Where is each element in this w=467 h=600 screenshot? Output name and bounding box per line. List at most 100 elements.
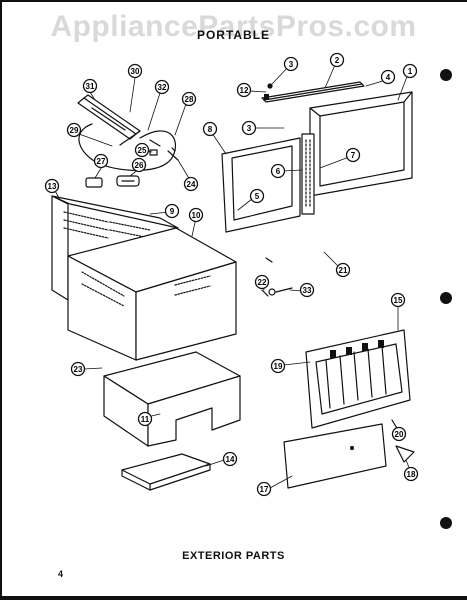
callout-29: 29 (66, 122, 82, 138)
callout-circle (249, 188, 265, 204)
top-rail-part (261, 81, 365, 103)
callout-circle (402, 63, 418, 79)
callout-circle (164, 203, 180, 219)
callout-number: 10 (192, 211, 201, 220)
callout-30: 30 (127, 63, 143, 79)
callout-circle (137, 411, 153, 427)
callout-number: 3 (289, 60, 294, 69)
callout-circle (134, 142, 150, 158)
callout-10: 10 (188, 207, 204, 223)
callout-number: 2 (335, 56, 340, 65)
callout-circle (131, 157, 147, 173)
callout-circle (202, 121, 218, 137)
callout-circle (183, 176, 199, 192)
callout-number: 15 (394, 296, 403, 305)
callout-number: 19 (274, 362, 283, 371)
side-frame-part (309, 91, 413, 197)
callout-number: 21 (339, 266, 348, 275)
callout-circle (154, 79, 170, 95)
callout-circle (390, 292, 406, 308)
cabinet-housing-part (67, 227, 237, 361)
callout-21: 21 (335, 262, 351, 278)
callout-11: 11 (137, 411, 153, 427)
callout-number: 14 (226, 455, 235, 464)
callout-1: 1 (402, 63, 418, 79)
callout-13: 13 (44, 178, 60, 194)
callout-circle (222, 451, 238, 467)
callout-23: 23 (70, 361, 86, 377)
callout-32: 32 (154, 79, 170, 95)
callout-circle (66, 122, 82, 138)
callout-number: 5 (255, 192, 260, 201)
callout-number: 32 (158, 83, 167, 92)
filter-door-part (283, 423, 387, 489)
fastener-parts (261, 257, 293, 297)
filter-tray-part (121, 453, 211, 491)
callout-number: 1 (408, 67, 413, 76)
callout-number: 6 (276, 167, 281, 176)
callout-number: 31 (86, 82, 95, 91)
callout-28: 28 (181, 91, 197, 107)
callout-circle (181, 91, 197, 107)
callout-25: 25 (134, 142, 150, 158)
callout-number: 27 (97, 157, 106, 166)
callout-number: 22 (258, 278, 267, 287)
callout-33: 33 (299, 282, 315, 298)
callout-circle (236, 82, 252, 98)
callout-6: 6 (270, 163, 286, 179)
callout-17: 17 (256, 481, 272, 497)
callout-15: 15 (390, 292, 406, 308)
callout-19: 19 (270, 358, 286, 374)
callout-circle (270, 163, 286, 179)
watermark-text: AppliancePartsPros.com (50, 10, 417, 43)
callout-number: 28 (185, 95, 194, 104)
callout-27: 27 (93, 153, 109, 169)
callout-number: 7 (351, 151, 356, 160)
callout-circle (82, 78, 98, 94)
callout-24: 24 (183, 176, 199, 192)
callout-number: 23 (74, 365, 83, 374)
callout-12: 12 (236, 82, 252, 98)
callout-number: 8 (208, 125, 213, 134)
callout-number: 20 (395, 430, 404, 439)
carry-handle-part (77, 94, 141, 146)
callout-circle (256, 481, 272, 497)
back-panel-part (51, 195, 179, 301)
callout-circle (254, 274, 270, 290)
callout-number: 18 (407, 470, 416, 479)
callout-circle (270, 358, 286, 374)
callout-number: 30 (131, 67, 140, 76)
callout-circle (44, 178, 60, 194)
callout-20: 20 (391, 426, 407, 442)
callout-circle (188, 207, 204, 223)
base-stand-part (103, 351, 241, 447)
callout-3: 3 (241, 120, 257, 136)
callout-circle (70, 361, 86, 377)
callout-2: 2 (329, 52, 345, 68)
callout-7: 7 (345, 147, 361, 163)
page-number: 4 (58, 569, 64, 579)
callout-22: 22 (254, 274, 270, 290)
callout-number: 17 (260, 485, 269, 494)
callout-5: 5 (249, 188, 265, 204)
callout-26: 26 (131, 157, 147, 173)
callout-circle (127, 63, 143, 79)
callout-number: 25 (138, 146, 147, 155)
callout-circle (335, 262, 351, 278)
diagram-header-label: PORTABLE (196, 28, 271, 42)
callout-18: 18 (403, 466, 419, 482)
callout-circle (380, 69, 396, 85)
callout-circle (93, 153, 109, 169)
callout-circle (391, 426, 407, 442)
callout-circle (345, 147, 361, 163)
callout-circle (329, 52, 345, 68)
callout-3: 3 (283, 56, 299, 72)
screw-parts (149, 147, 179, 161)
callout-number: 12 (240, 86, 249, 95)
knob-parts (391, 419, 415, 463)
callout-number: 26 (135, 161, 144, 170)
